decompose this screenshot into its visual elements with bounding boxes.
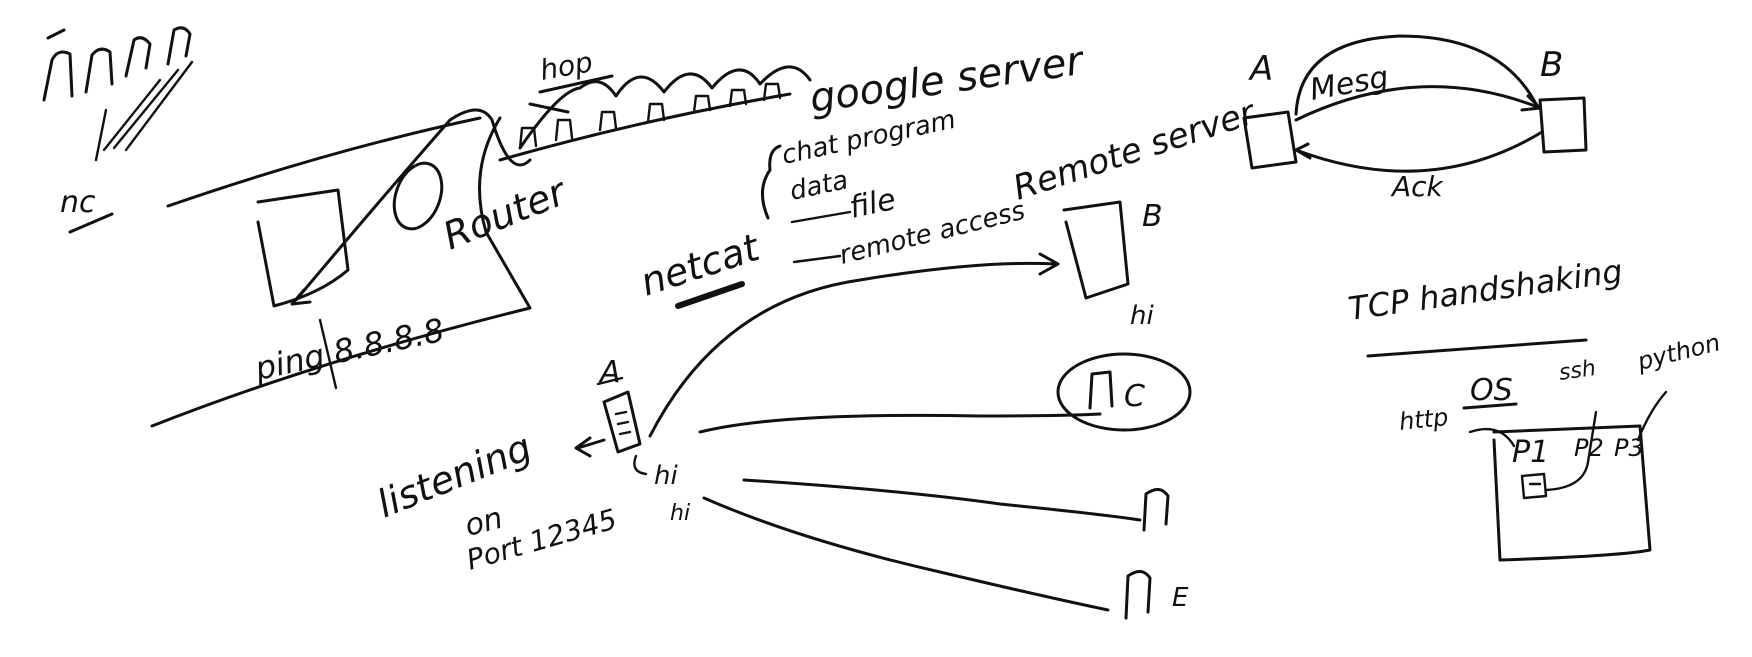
client-d-box — [1142, 488, 1170, 532]
tcp-os-region: TCP handshaking OS http ssh python P1 P2… — [1346, 252, 1723, 562]
doodle-line — [94, 108, 108, 162]
doodle-line — [124, 60, 194, 152]
doodle-box-1 — [42, 50, 74, 102]
client-e-label: E — [1172, 583, 1189, 613]
use-file-arrow — [790, 210, 852, 224]
doodle-box-2 — [84, 47, 114, 94]
ping-path — [294, 108, 532, 302]
process-p1: P1 — [1512, 435, 1549, 470]
link-to-e — [702, 496, 1110, 612]
tcp-handshaking-label: TCP handshaking — [1346, 252, 1625, 328]
listening-label: listening — [371, 425, 538, 526]
node-a-box — [1242, 110, 1298, 170]
ping-label: ping 8.8.8.8 — [251, 311, 448, 388]
nc-underline — [68, 212, 114, 234]
nc-doodle-group: nc — [42, 26, 194, 234]
node-b-box — [1538, 96, 1588, 154]
nc-label: nc — [60, 185, 96, 220]
hop-baseline — [498, 92, 792, 162]
hop-router-node — [762, 82, 782, 102]
computer-box — [256, 188, 350, 308]
server-b-hi: hi — [1130, 301, 1154, 331]
node-a-top-label: A — [1248, 49, 1273, 89]
listener-a-device — [602, 390, 642, 454]
hop-router-node — [728, 88, 748, 108]
mesg-arc-outer — [1294, 34, 1538, 116]
hi-curl — [633, 454, 648, 476]
hop-router-node — [518, 126, 538, 150]
listener-a-underline — [596, 376, 624, 386]
os-label: OS — [1470, 373, 1513, 408]
hop-arcs — [518, 65, 812, 150]
netcat-label: netcat — [635, 225, 766, 305]
python-label: python — [1634, 328, 1723, 376]
ssh-connector — [1544, 410, 1598, 492]
client-c-ellipse — [1056, 352, 1192, 432]
python-connector — [1636, 390, 1668, 442]
client-c-box — [1088, 370, 1114, 410]
use-file: file — [846, 182, 898, 226]
listening-arrowhead — [574, 436, 592, 458]
listener-a-lines — [614, 410, 632, 436]
use-remote-arrow — [792, 254, 842, 264]
doodle-line — [102, 78, 162, 152]
router-outline — [150, 116, 532, 428]
link-to-c — [698, 412, 1102, 434]
os-box — [1492, 424, 1652, 562]
mesg-label: Mesg — [1307, 60, 1391, 108]
p1-socket — [1520, 472, 1548, 500]
use-chat: chat program — [779, 105, 958, 171]
router-loop — [392, 161, 444, 231]
doodle-box-4 — [166, 26, 192, 66]
listener-a-label: A — [598, 355, 621, 390]
remote-server-label: Remote server — [1008, 92, 1261, 208]
tcp-underline — [1366, 338, 1588, 358]
netcat-underline — [675, 281, 745, 309]
ack-label: Ack — [1390, 170, 1445, 203]
doodle-dash — [46, 28, 66, 40]
node-b-top-label: B — [1540, 45, 1563, 85]
ssh-label: ssh — [1557, 356, 1597, 386]
client-e-box — [1124, 570, 1152, 620]
link-to-b-arrowhead — [1038, 252, 1060, 276]
server-b-box — [1062, 200, 1130, 300]
hop-router-node — [598, 110, 618, 132]
listener-a-hi: hi — [654, 461, 678, 491]
mesg-arrowhead — [1520, 94, 1542, 112]
hop-underline — [538, 74, 614, 94]
hop-router-node — [692, 94, 712, 114]
ack-arrowhead — [1294, 142, 1312, 160]
router-top-edge — [166, 116, 482, 208]
listening-arrow — [576, 438, 606, 450]
link-to-d — [742, 478, 1142, 522]
http-connector — [1468, 427, 1516, 448]
hop-routers — [518, 82, 782, 150]
netcat-uses: chat program data file remote access net… — [635, 92, 1262, 309]
doodle-line — [112, 68, 180, 150]
hop-router-node — [554, 118, 574, 142]
ping-tick — [318, 318, 338, 390]
link-to-b — [648, 261, 1058, 438]
netcat-brace — [761, 144, 782, 220]
server-b-label: B — [1142, 199, 1163, 234]
client-c-label: C — [1124, 379, 1145, 414]
os-underline — [1462, 402, 1518, 410]
listener-a-hi2: hi — [670, 501, 690, 526]
message-exchange: A B Mesg Ack — [1242, 34, 1588, 203]
router-label: Router — [437, 169, 574, 259]
hop-arrow — [528, 102, 570, 114]
doodle-box-3 — [124, 36, 152, 78]
ack-arc — [1294, 130, 1544, 173]
mesg-arc — [1294, 85, 1542, 122]
use-data: data — [787, 165, 851, 207]
listener-network: B hi C E A hi hi listening on Port 12345 — [371, 199, 1192, 620]
http-label: http — [1398, 403, 1450, 436]
ping-arrowhead — [290, 288, 312, 306]
hop-router-node — [646, 102, 666, 124]
